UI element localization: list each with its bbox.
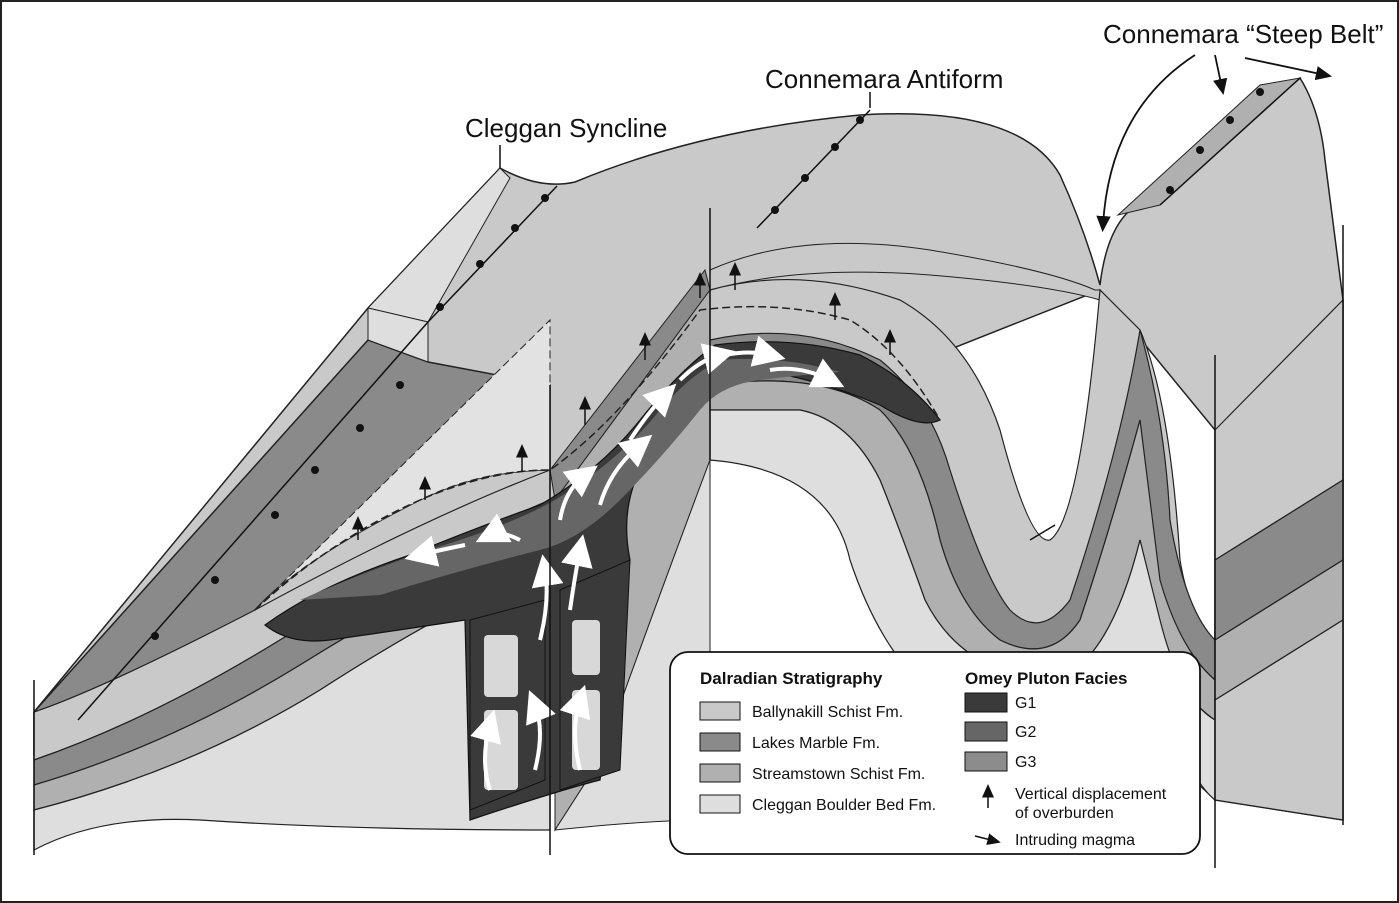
inclusion xyxy=(484,635,518,697)
legend-omey-title: Omey Pluton Facies xyxy=(965,669,1128,688)
legend-streamstown: Streamstown Schist Fm. xyxy=(752,766,925,783)
steep-belt-curve-arrow xyxy=(1096,54,1196,233)
magma-arrow-icon xyxy=(974,833,1001,846)
legend-displacement-line1: Vertical displacement xyxy=(1015,786,1167,803)
steep-belt-arrow-right xyxy=(1244,57,1333,81)
legend-ballynakill: Ballynakill Schist Fm. xyxy=(752,704,903,721)
legend: Dalradian Stratigraphy Omey Pluton Facie… xyxy=(669,651,1201,855)
legend-displacement-line2: of overburden xyxy=(1015,805,1114,822)
section-edges xyxy=(33,208,1344,868)
swatch-g1 xyxy=(964,692,1008,713)
steep-belt-label: Connemara “Steep Belt” xyxy=(1103,19,1383,49)
legend-cleggan: Cleggan Boulder Bed Fm. xyxy=(752,797,936,814)
swatch-g2 xyxy=(964,721,1008,742)
legend-intruding-magma: Intruding magma xyxy=(1015,832,1135,849)
inclusion xyxy=(572,620,600,675)
magma-flow-arrows xyxy=(404,335,845,791)
syncline-slab-front xyxy=(367,307,429,363)
legend-box xyxy=(669,651,1201,855)
legend-lakes: Lakes Marble Fm. xyxy=(752,735,880,752)
swatch-cleggan xyxy=(699,794,741,814)
legend-g1: G1 xyxy=(1015,695,1036,712)
fold-axis-markers xyxy=(151,88,1264,640)
steep-belt-arrow-down xyxy=(1213,54,1228,96)
inclusion xyxy=(484,710,518,790)
displacement-arrows xyxy=(352,262,896,540)
legend-g3: G3 xyxy=(1015,754,1036,771)
swatch-g3 xyxy=(964,751,1008,772)
fold-axes xyxy=(77,77,1301,721)
legend-g2: G2 xyxy=(1015,724,1036,741)
swatch-streamstown xyxy=(699,763,741,783)
swatch-ballynakill xyxy=(699,701,741,721)
cleggan-syncline-label: Cleggan Syncline xyxy=(465,113,667,143)
connemara-antiform-label: Connemara Antiform xyxy=(765,64,1003,94)
overburden-dashed-line xyxy=(254,305,941,611)
swatch-lakes xyxy=(699,732,741,752)
legend-dalradian-title: Dalradian Stratigraphy xyxy=(700,669,883,688)
